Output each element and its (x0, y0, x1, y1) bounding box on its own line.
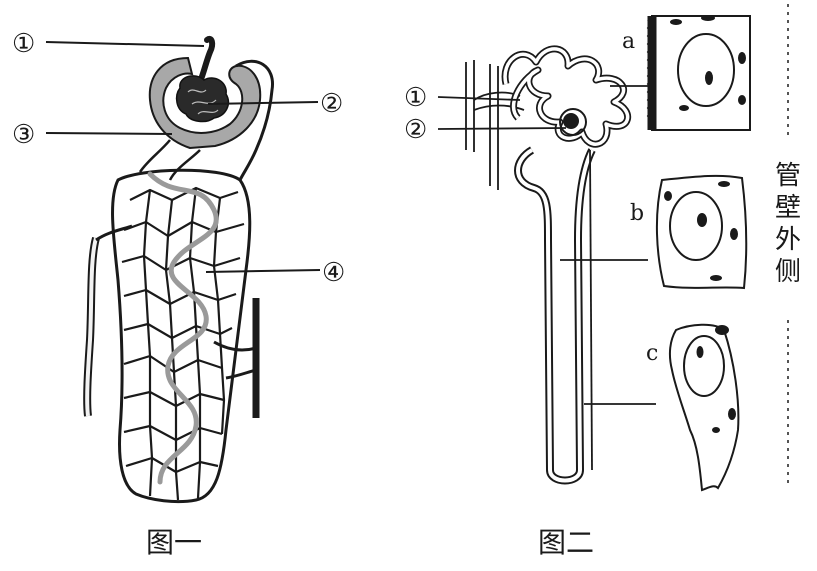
collecting-duct (590, 150, 592, 470)
side-text-2: 壁 (775, 193, 801, 223)
fig2-glomerulus (563, 113, 579, 129)
figure-one-leaders (46, 42, 320, 272)
cell-a-label: a (622, 29, 635, 54)
fig2-label-2: ② (404, 115, 427, 145)
figure-one: ① ② ③ ④ 图一 (12, 29, 345, 559)
cell-c-label: c (646, 341, 658, 366)
fig1-label-3: ③ (12, 120, 35, 150)
glomerulus (177, 76, 229, 122)
figure-two-caption: 图二 (538, 526, 594, 559)
side-text-3: 外 (775, 225, 801, 255)
fig1-label-4: ④ (322, 258, 345, 288)
fig1-label-2: ② (320, 89, 343, 119)
proximal-convoluted-tubule (505, 49, 628, 144)
figure-one-caption: 图一 (146, 526, 202, 559)
cell-b: b (630, 176, 746, 288)
side-text-1: 管 (775, 161, 801, 191)
cell-b-label: b (630, 201, 644, 226)
figure-two: ① ② a b (404, 4, 801, 559)
cell-c: c (646, 325, 738, 490)
fig1-label-1: ① (12, 29, 35, 59)
fig2-label-1: ① (404, 83, 427, 113)
side-text-4: 侧 (775, 257, 801, 287)
cell-a: a (622, 15, 750, 130)
